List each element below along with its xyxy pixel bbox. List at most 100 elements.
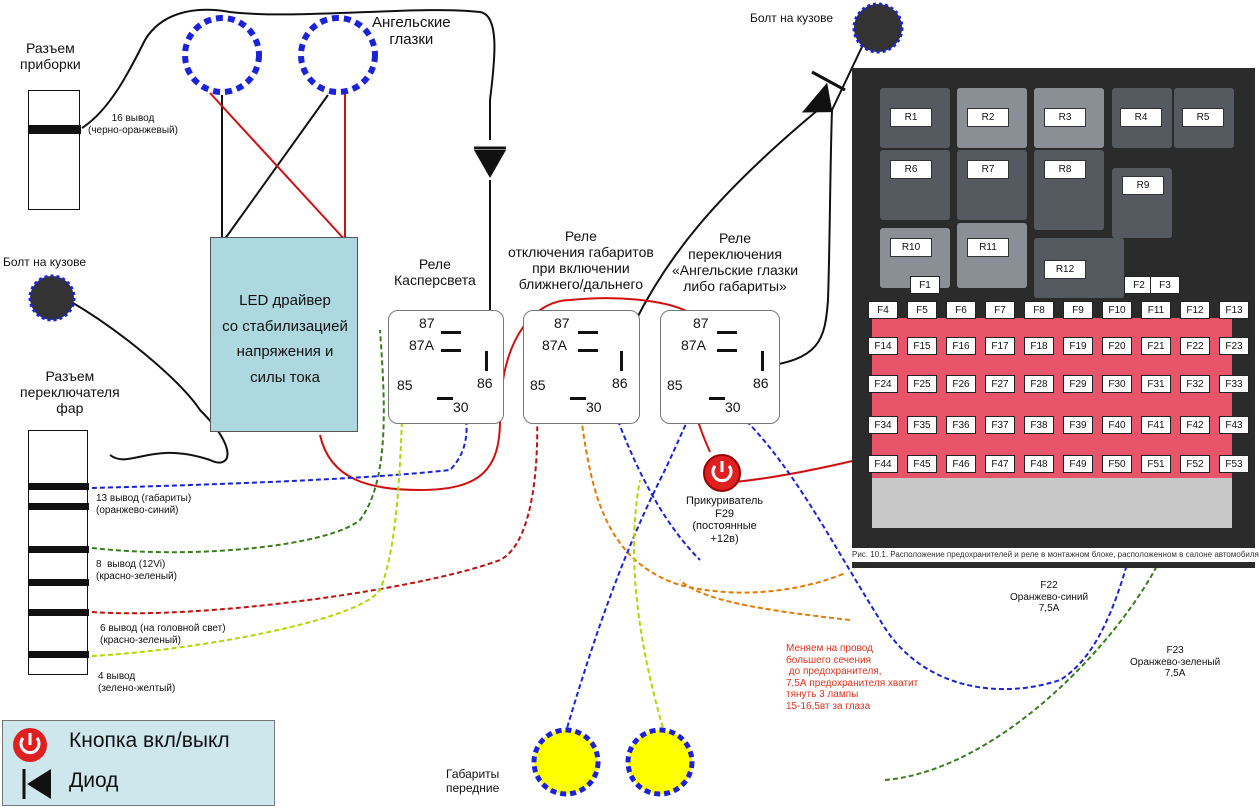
fuse-f30: F30 xyxy=(1102,375,1132,393)
relay3-label: Реле переключения «Ангельские глазки либ… xyxy=(672,230,799,295)
legend: Кнопка вкл/выкл Диод xyxy=(2,720,275,806)
pin8-label: 8 вывод (12Vi) (красно-зеленый) xyxy=(96,559,177,582)
relay-tag-r7: R7 xyxy=(967,160,1009,179)
fuse-f50: F50 xyxy=(1102,455,1132,473)
fuse-f42: F42 xyxy=(1180,416,1210,434)
fuse-f22: F22 xyxy=(1180,337,1210,355)
led-driver-label: LED драйвер со стабилизацией напряжения … xyxy=(222,292,348,386)
relay2-label: Реле отключения габаритов при включении … xyxy=(508,228,654,293)
relay-tag-r5: R5 xyxy=(1182,108,1224,127)
fuse-f40: F40 xyxy=(1102,416,1132,434)
fuse-f41: F41 xyxy=(1141,416,1171,434)
fuse-f6: F6 xyxy=(946,301,976,319)
pin16-label: 16 вывод (черно-оранжевый) xyxy=(88,113,178,136)
relay2-pin85: 85 xyxy=(530,377,546,393)
fuse-f16: F16 xyxy=(946,337,976,355)
front-light-right xyxy=(625,727,695,797)
fuse-f20: F20 xyxy=(1102,337,1132,355)
fuse-f34: F34 xyxy=(868,416,898,434)
fuse-f8: F8 xyxy=(1024,301,1054,319)
relay2-pin30: 30 xyxy=(586,399,602,415)
relay1-pin86: 86 xyxy=(477,375,493,391)
wire-driver-red-out xyxy=(319,297,701,492)
relay2-pin87a: 87A xyxy=(542,337,567,353)
pin13-label: 13 вывод (габариты) (оранжево-синий) xyxy=(96,493,192,516)
body-bolt-top-label: Болт на кузове xyxy=(750,11,834,25)
fuse-f52: F52 xyxy=(1180,455,1210,473)
fuse-f29: F29 xyxy=(1063,375,1093,393)
fuse-f47: F47 xyxy=(985,455,1015,473)
relay-eyes-or-parking: 87 87A 85 86 30 xyxy=(660,310,780,424)
angel-eyes-label: Ангельские глазки xyxy=(372,14,451,49)
relay-tag-r6: R6 xyxy=(890,160,932,179)
wire-relay3-30 xyxy=(734,409,1151,691)
fuse-f4: F4 xyxy=(868,301,898,319)
relay-caspersvet: 87 87A 85 86 30 xyxy=(388,310,504,424)
fuse-f35: F35 xyxy=(907,416,937,434)
relay1-pin30: 30 xyxy=(453,399,469,415)
fuse-f48: F48 xyxy=(1024,455,1054,473)
diode-left xyxy=(474,146,506,178)
fuse-f23: F23 xyxy=(1219,337,1249,355)
wire-gab1 xyxy=(564,399,701,736)
fuse-f24: F24 xyxy=(868,375,898,393)
fuse-f49: F49 xyxy=(1063,455,1093,473)
fuse-f3: F3 xyxy=(1150,276,1180,294)
fuse-f12: F12 xyxy=(1180,301,1210,319)
wire-pin4 xyxy=(91,379,405,657)
fuse-f36: F36 xyxy=(946,416,976,434)
fuse-f53: F53 xyxy=(1219,455,1249,473)
fuse-f27: F27 xyxy=(985,375,1015,393)
fuse-f10: F10 xyxy=(1102,301,1132,319)
fuse-f31: F31 xyxy=(1141,375,1171,393)
wire-pin8 xyxy=(91,329,385,554)
relay-tag-r8: R8 xyxy=(1044,160,1086,179)
fuse-f14: F14 xyxy=(868,337,898,355)
fuse-f1: F1 xyxy=(910,276,940,294)
led-driver: LED драйвер со стабилизацией напряжения … xyxy=(210,237,358,432)
wire-relay2-87a xyxy=(591,344,701,561)
wire-pin6 xyxy=(91,379,539,615)
wire-orange-horiz xyxy=(679,579,851,621)
switch-connector xyxy=(28,430,89,675)
front-lights-label: Габариты передние xyxy=(446,767,500,795)
fuse-f28: F28 xyxy=(1024,375,1054,393)
fuse-f19: F19 xyxy=(1063,337,1093,355)
wire-pin16-to-eyes xyxy=(81,8,496,140)
relay-tag-r4: R4 xyxy=(1120,108,1162,127)
angel-eye-left xyxy=(182,15,262,95)
wire-gab2 xyxy=(633,479,666,736)
power-icon xyxy=(703,454,741,492)
fuse-f46: F46 xyxy=(946,455,976,473)
wire-pin13 xyxy=(91,399,468,489)
f22-label: F22 Оранжево-синий 7,5А xyxy=(1010,580,1089,614)
legend-diode-icon xyxy=(22,769,51,799)
fuse-f17: F17 xyxy=(985,337,1015,355)
body-bolt-left-label: Болт на кузове xyxy=(3,255,87,269)
dash-connector-label: Разъем приборки xyxy=(20,40,81,73)
fuse-f51: F51 xyxy=(1141,455,1171,473)
legend-power-icon xyxy=(13,728,47,762)
wire-relay3-86-bolt xyxy=(759,29,871,368)
fuse-f43: F43 xyxy=(1219,416,1249,434)
relay-tag-r1: R1 xyxy=(890,108,932,127)
fuse-f25: F25 xyxy=(907,375,937,393)
angel-eye-right xyxy=(298,15,378,95)
fuse-f45: F45 xyxy=(907,455,937,473)
relay-parking-off: 87 87A 85 86 30 xyxy=(523,310,640,424)
relay-tag-r12: R12 xyxy=(1044,260,1086,279)
relay3-pin85: 85 xyxy=(667,377,683,393)
fuse-f38: F38 xyxy=(1024,416,1054,434)
fuse-f39: F39 xyxy=(1063,416,1093,434)
fuse-f7: F7 xyxy=(985,301,1015,319)
relay2-pin87: 87 xyxy=(554,315,570,331)
legend-diode-label: Диод xyxy=(69,769,119,792)
fuse-f18: F18 xyxy=(1024,337,1054,355)
relay1-pin87a: 87A xyxy=(409,337,434,353)
body-bolt-top xyxy=(852,2,904,54)
relay-tag-r9: R9 xyxy=(1122,176,1164,195)
relay-tag-r10: R10 xyxy=(890,238,932,257)
relay3-pin86: 86 xyxy=(753,375,769,391)
switch-connector-label: Разъем переключателя фар xyxy=(20,368,120,417)
fuse-f11: F11 xyxy=(1141,301,1171,319)
